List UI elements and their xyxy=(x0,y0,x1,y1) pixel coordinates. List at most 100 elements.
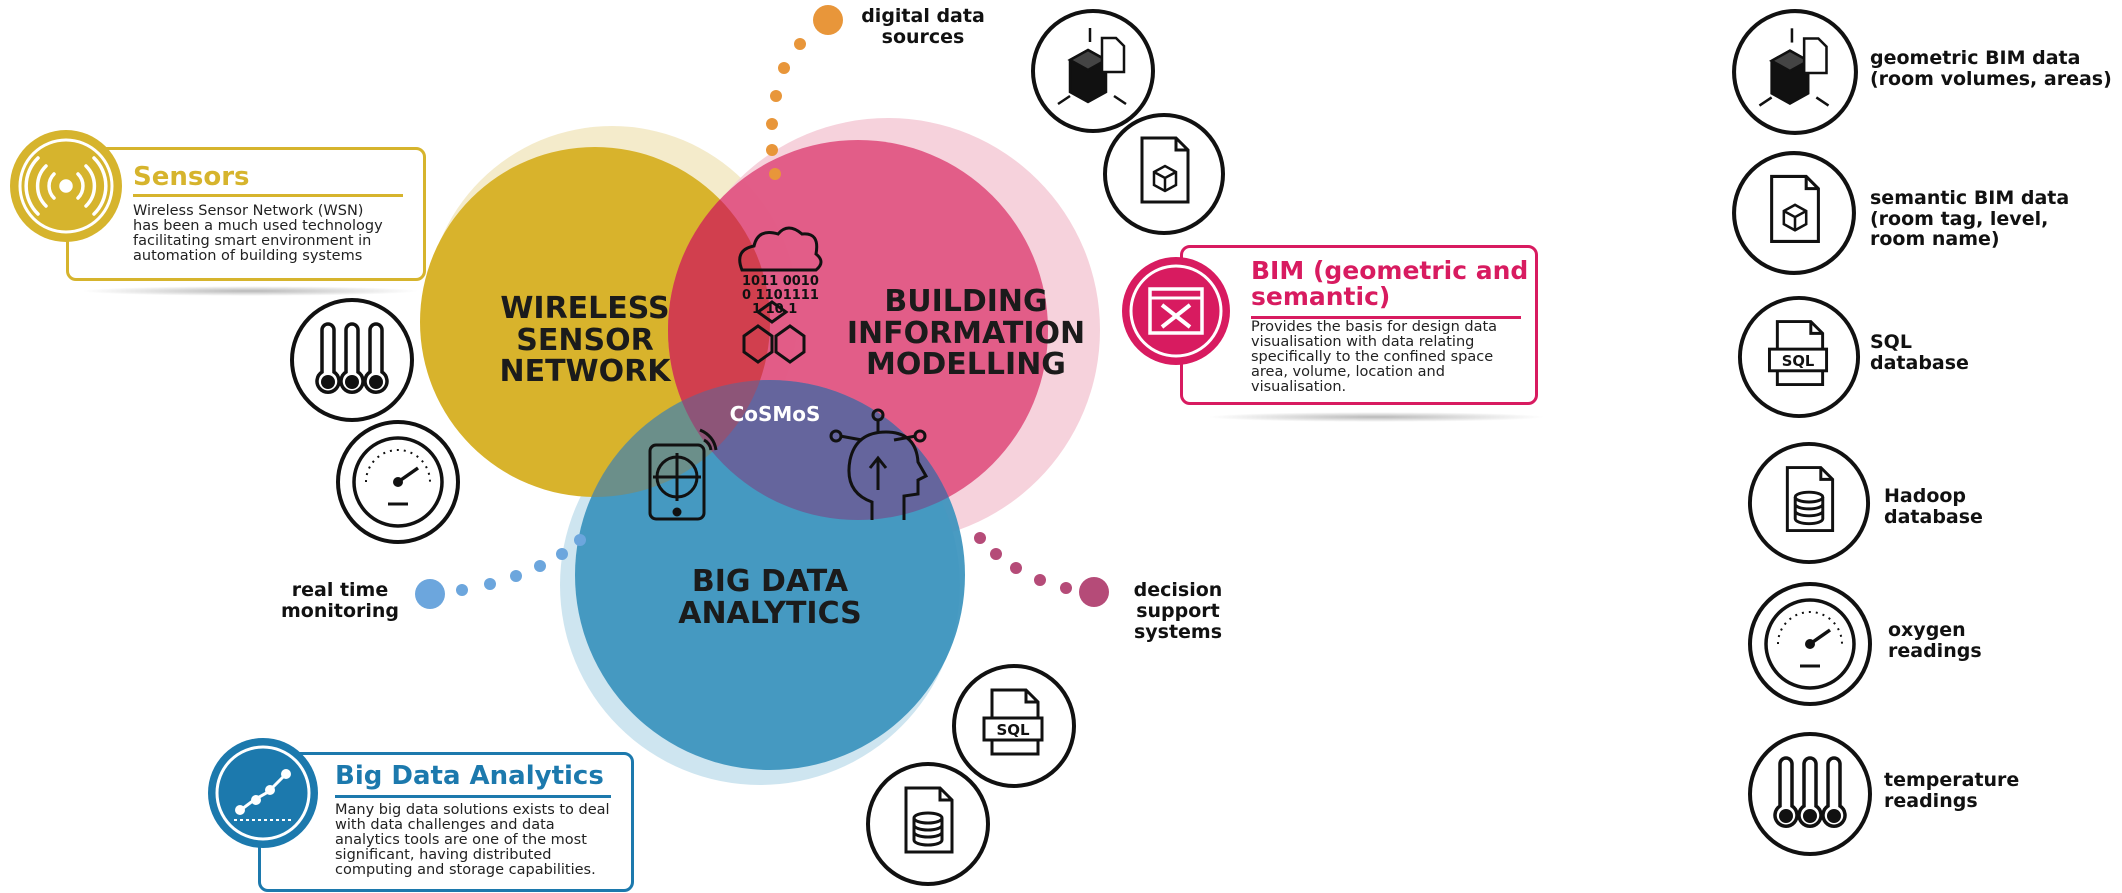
real-time-dot xyxy=(484,578,496,590)
body-line: Provides the basis for design data xyxy=(1251,319,1498,335)
design-tools-window-icon xyxy=(1122,257,1230,365)
svg-text:0 1101111: 0 1101111 xyxy=(742,288,819,303)
bda-title: Big Data Analytics xyxy=(335,761,604,791)
legend-label-hadoop: Hadoop database xyxy=(1884,486,1983,527)
title-line: semantic) xyxy=(1251,282,1391,312)
body-line: computing and storage capabilities. xyxy=(335,861,596,878)
digital-data-dot xyxy=(766,118,778,130)
callout-line: decision xyxy=(1133,579,1223,601)
body-line: facilitating smart environment in xyxy=(133,232,372,249)
callout-line: real time xyxy=(291,579,389,601)
body-line: specifically to the confined space xyxy=(1251,348,1494,365)
callout-line: sources xyxy=(881,25,965,48)
body-line: visualisation with data relating xyxy=(1251,333,1475,350)
real-time-dot xyxy=(415,579,445,609)
decision-dot xyxy=(1010,562,1022,574)
svg-text:SQL: SQL xyxy=(996,721,1030,739)
callout-line: monitoring xyxy=(280,599,400,622)
real-time-dots xyxy=(415,534,586,609)
legend-label-sql: SQL database xyxy=(1870,332,1969,373)
legend-line: temperature xyxy=(1884,769,2020,791)
bda-label-line: ANALYTICS xyxy=(678,595,862,631)
legend-label-oxygen: oxygen readings xyxy=(1888,620,1982,661)
wsn-label-line: WIRELESS xyxy=(500,291,670,326)
bim-title-rule xyxy=(1251,316,1521,319)
legend-line: database xyxy=(1884,505,1983,528)
legend-line: readings xyxy=(1888,639,1982,662)
bda-title-rule xyxy=(335,795,611,798)
wsn-label-line: NETWORK xyxy=(499,354,671,389)
legend-line: (room volumes, areas) xyxy=(1870,67,2112,90)
body-line: analytics tools are one of the most xyxy=(335,831,587,848)
digital-data-dot xyxy=(766,144,778,156)
sensors-body: Wireless Sensor Network (WSN) has been a… xyxy=(133,204,383,264)
bim-panel: BIM (geometric and semantic) Provides th… xyxy=(1180,245,1538,405)
digital-data-dot xyxy=(769,168,781,180)
legend-thermometers-icon xyxy=(1748,732,1872,856)
legend-label-semantic-bim: semantic BIM data (room tag, level, room… xyxy=(1870,188,2069,250)
legend-line: semantic BIM data xyxy=(1870,187,2070,209)
real-time-dot xyxy=(556,548,568,560)
real-time-dot xyxy=(510,570,522,582)
real-time-monitoring-label: real time monitoring xyxy=(270,580,410,622)
real-time-dot xyxy=(456,584,468,596)
body-line: has been a much used technology xyxy=(133,217,383,234)
legend-label-temperature: temperature readings xyxy=(1884,770,2019,811)
scatter-trend-icon xyxy=(208,738,318,848)
digital-data-dots xyxy=(766,5,843,180)
legend-gauge-icon xyxy=(1748,582,1872,706)
legend-label-geometric-bim: geometric BIM data (room volumes, areas) xyxy=(1870,48,2112,89)
decision-support-label: decision support systems xyxy=(1118,580,1238,643)
hadoop-database-icon xyxy=(866,762,990,886)
legend-line: oxygen xyxy=(1888,619,1966,641)
real-time-dot xyxy=(574,534,586,546)
legend-line: database xyxy=(1870,351,1969,374)
panel-shadow xyxy=(80,286,420,296)
body-line: visualisation. xyxy=(1251,378,1347,395)
svg-text:SQL: SQL xyxy=(1782,353,1815,370)
bim-label: BUILDING INFORMATION MODELLING xyxy=(836,286,1096,381)
bim-title: BIM (geometric and semantic) xyxy=(1251,257,1528,312)
real-time-dot xyxy=(534,560,546,572)
bim-body: Provides the basis for design data visua… xyxy=(1251,320,1497,395)
sensors-title-rule xyxy=(133,194,403,197)
legend-line: room name) xyxy=(1870,228,2000,251)
bim-cube-icon xyxy=(1031,9,1155,133)
bda-panel: Big Data Analytics Many big data solutio… xyxy=(258,752,634,892)
digital-data-dot xyxy=(770,90,782,102)
sensors-title: Sensors xyxy=(133,162,250,192)
digital-data-dot xyxy=(813,5,843,35)
callout-line: support xyxy=(1136,599,1220,622)
decision-dot xyxy=(990,548,1002,560)
body-line: with data challenges and data xyxy=(335,816,555,833)
legend-line: Hadoop xyxy=(1884,485,1967,507)
decision-dot xyxy=(974,532,986,544)
sensors-panel: Sensors Wireless Sensor Network (WSN) ha… xyxy=(66,147,426,281)
callout-line: systems xyxy=(1133,620,1223,643)
body-line: significant, having distributed xyxy=(335,846,552,863)
legend-line: readings xyxy=(1884,789,1978,812)
decision-dot xyxy=(1034,574,1046,586)
body-line: Wireless Sensor Network (WSN) xyxy=(133,203,364,219)
svg-text:1011 0010: 1011 0010 xyxy=(742,274,819,289)
decision-dot xyxy=(1079,577,1109,607)
head-brain-icon xyxy=(829,408,929,520)
bim-label-line: MODELLING xyxy=(866,347,1066,382)
legend-bim-document-icon xyxy=(1732,151,1856,275)
thermometers-icon xyxy=(290,298,414,422)
legend-sql-file-icon: SQL xyxy=(1737,295,1861,419)
bim-label-line: INFORMATION xyxy=(846,315,1086,351)
digital-data-dot xyxy=(778,62,790,74)
bim-label-line: BUILDING xyxy=(884,284,1048,319)
legend-line: geometric BIM data xyxy=(1870,47,2081,69)
bda-body: Many big data solutions exists to deal w… xyxy=(335,803,610,878)
cosmos-label: CoSMoS xyxy=(729,402,821,426)
legend-line: SQL xyxy=(1870,331,1912,353)
wsn-label-line: SENSOR xyxy=(516,322,654,358)
body-line: automation of building systems xyxy=(133,247,363,264)
bim-document-icon xyxy=(1103,113,1225,235)
digital-data-dot xyxy=(794,38,806,50)
callout-line: digital data xyxy=(861,5,985,27)
legend-bim-cube-icon xyxy=(1732,9,1858,135)
